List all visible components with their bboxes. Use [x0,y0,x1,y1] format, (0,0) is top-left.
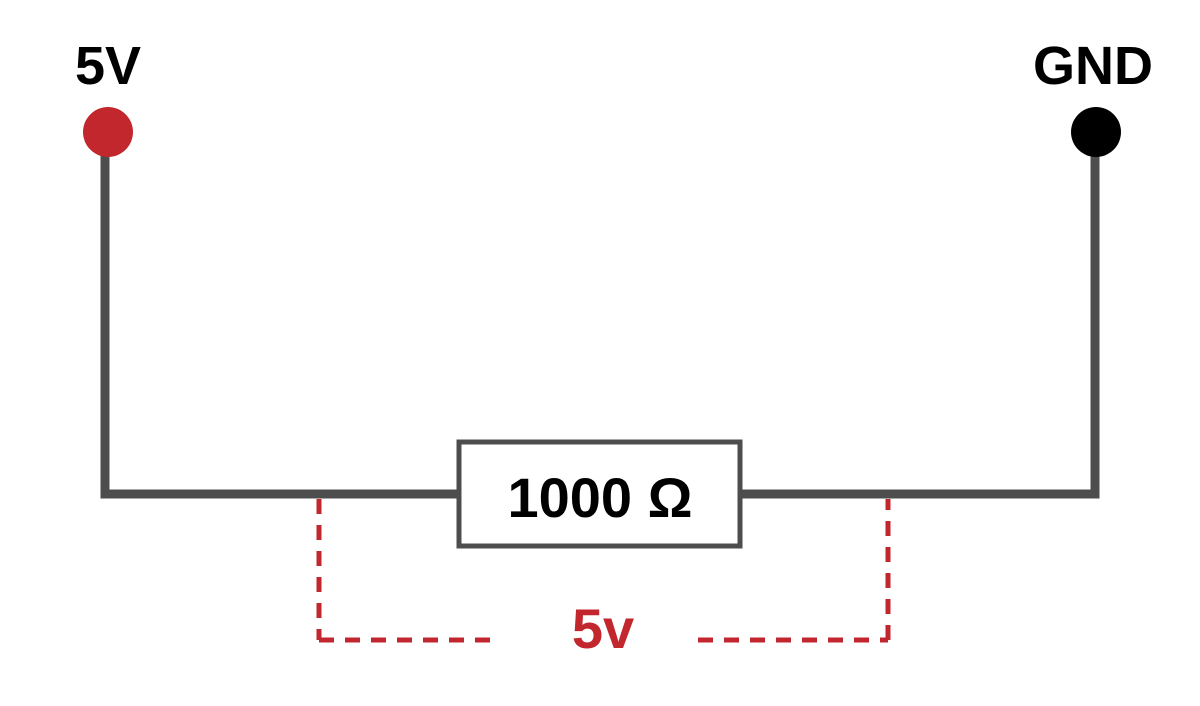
resistor-value-label: 1000 Ω [507,466,692,529]
left-wire [100,150,460,499]
ground-terminal-dot [1071,107,1121,157]
positive-terminal-dot [83,107,133,157]
voltage-measurement-bracket [316,499,891,643]
ground-terminal-label: GND [1033,36,1153,96]
positive-terminal-label: 5V [75,36,141,96]
voltage-drop-label: 5v [572,597,634,660]
resistor [456,439,743,549]
right-wire [740,150,1100,499]
